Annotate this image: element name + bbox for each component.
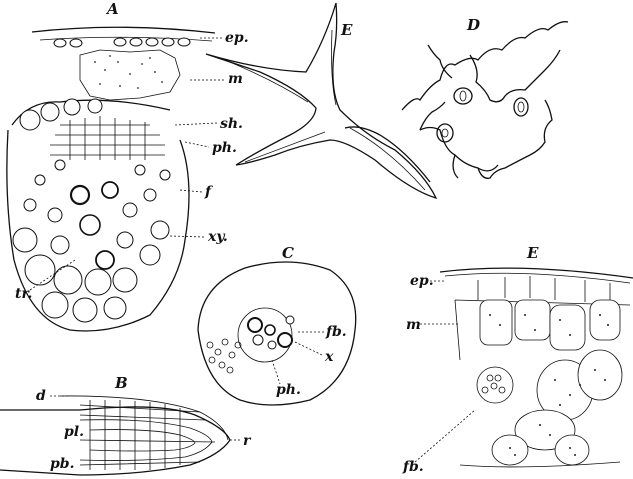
panel-label-b: B bbox=[115, 374, 128, 392]
panel-e-lower-drawing bbox=[439, 267, 633, 468]
label-a-f: f bbox=[205, 184, 212, 200]
panel-label-a: A bbox=[107, 0, 119, 18]
label-a-ph: ph. bbox=[212, 140, 237, 156]
panel-e-upper-drawing bbox=[205, 2, 438, 200]
panel-label-e-lower: E bbox=[527, 244, 539, 262]
panel-a-drawing bbox=[6, 26, 216, 332]
label-e-ep: ep. bbox=[410, 273, 434, 289]
label-e-fb: fb. bbox=[403, 459, 424, 475]
label-c-x: x bbox=[325, 349, 334, 365]
label-a-xy: xy. bbox=[208, 229, 228, 245]
label-b-r: r bbox=[243, 433, 251, 449]
label-a-sh: sh. bbox=[220, 116, 243, 132]
label-b-pl: pl. bbox=[64, 424, 84, 440]
label-a-ep: ep. bbox=[225, 30, 249, 46]
label-a-tr: tr. bbox=[15, 286, 33, 302]
label-b-pb: pb. bbox=[50, 456, 75, 472]
label-c-fb: fb. bbox=[326, 324, 347, 340]
label-c-ph: ph. bbox=[276, 382, 301, 398]
label-e-m: m bbox=[406, 317, 421, 333]
label-a-m: m bbox=[228, 71, 243, 87]
panel-label-e-upper: E bbox=[341, 21, 353, 39]
panel-d-drawing bbox=[401, 21, 569, 179]
label-b-d: d bbox=[36, 388, 46, 404]
panel-b-drawing bbox=[0, 395, 231, 476]
panel-label-d: D bbox=[467, 16, 481, 34]
panel-c-drawing bbox=[197, 261, 357, 406]
leader-lines bbox=[29, 37, 476, 463]
panel-label-c: C bbox=[282, 244, 294, 262]
